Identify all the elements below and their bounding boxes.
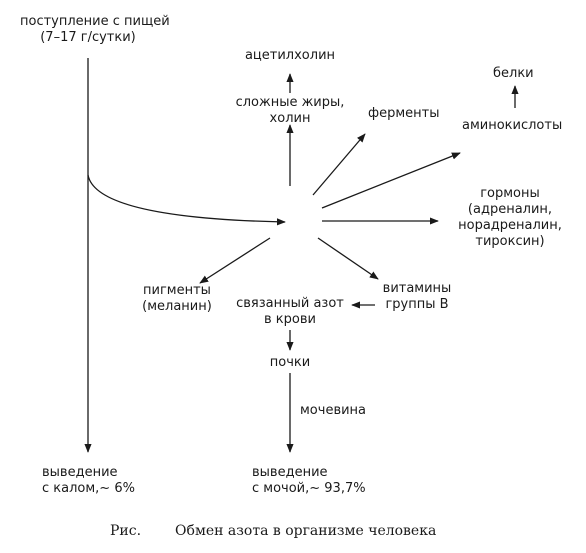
figure-caption-prefix: Рис. xyxy=(110,523,142,539)
node-complex-fats-line1: сложные жиры, xyxy=(235,95,345,110)
node-complex-fats: сложные жиры, холин xyxy=(230,95,350,127)
node-bound-nitrogen-line2: в крови xyxy=(264,312,316,327)
node-vitamins-line1: витамины xyxy=(382,281,452,296)
node-pigments-line1: пигменты xyxy=(143,283,211,298)
node-excretion-feces: выведение с калом,~ 6% xyxy=(42,465,135,497)
node-hormones: гормоны (адреналин, норадреналин, тирокс… xyxy=(452,186,568,250)
node-bound-nitrogen-line1: связанный азот xyxy=(236,296,344,311)
node-acetylcholine: ацетилхолин xyxy=(244,48,336,63)
node-excretion-feces-line1: выведение xyxy=(42,465,118,480)
figure-caption: Рис. Обмен азота в организме человека xyxy=(110,523,436,539)
node-intake: поступление с пищей (7–17 г/сутки) xyxy=(20,14,170,46)
node-intake-line2: (7–17 г/сутки) xyxy=(40,30,136,45)
node-excretion-urine-line1: выведение xyxy=(252,465,328,480)
arrow-hub-to-pigments xyxy=(199,237,271,284)
node-bound-nitrogen: связанный азот в крови xyxy=(230,296,350,328)
node-pigments: пигменты (меланин) xyxy=(136,283,218,315)
node-hormones-line3: норадреналин, xyxy=(458,218,562,233)
node-kidneys: почки xyxy=(269,355,311,370)
node-excretion-urine-line2: с мочой,~ 93,7% xyxy=(252,481,366,496)
arrow-hub-to-vitamins xyxy=(317,237,379,280)
node-proteins: белки xyxy=(493,66,534,81)
node-excretion-feces-line2: с калом,~ 6% xyxy=(42,481,135,496)
node-pigments-line2: (меланин) xyxy=(142,299,212,314)
node-vitamins: витамины группы В xyxy=(376,281,458,313)
node-enzymes: ферменты xyxy=(368,106,440,121)
arrow-intake-to-hub xyxy=(87,174,286,226)
arrow-hub-to-enzymes xyxy=(312,133,366,196)
node-hormones-line4: тироксин) xyxy=(475,234,545,249)
node-vitamins-line2: группы В xyxy=(385,297,449,312)
node-intake-line1: поступление с пищей xyxy=(20,14,170,29)
figure-caption-text: Обмен азота в организме человека xyxy=(175,523,437,539)
node-amino-acids: аминокислоты xyxy=(462,118,563,133)
arrow-hub-to-amino-acids xyxy=(321,152,461,209)
node-hormones-line2: (адреналин, xyxy=(467,202,553,217)
node-hormones-line1: гормоны xyxy=(480,186,540,201)
node-complex-fats-line2: холин xyxy=(269,111,311,126)
node-excretion-urine: выведение с мочой,~ 93,7% xyxy=(252,465,366,497)
node-urea: мочевина xyxy=(300,403,367,418)
